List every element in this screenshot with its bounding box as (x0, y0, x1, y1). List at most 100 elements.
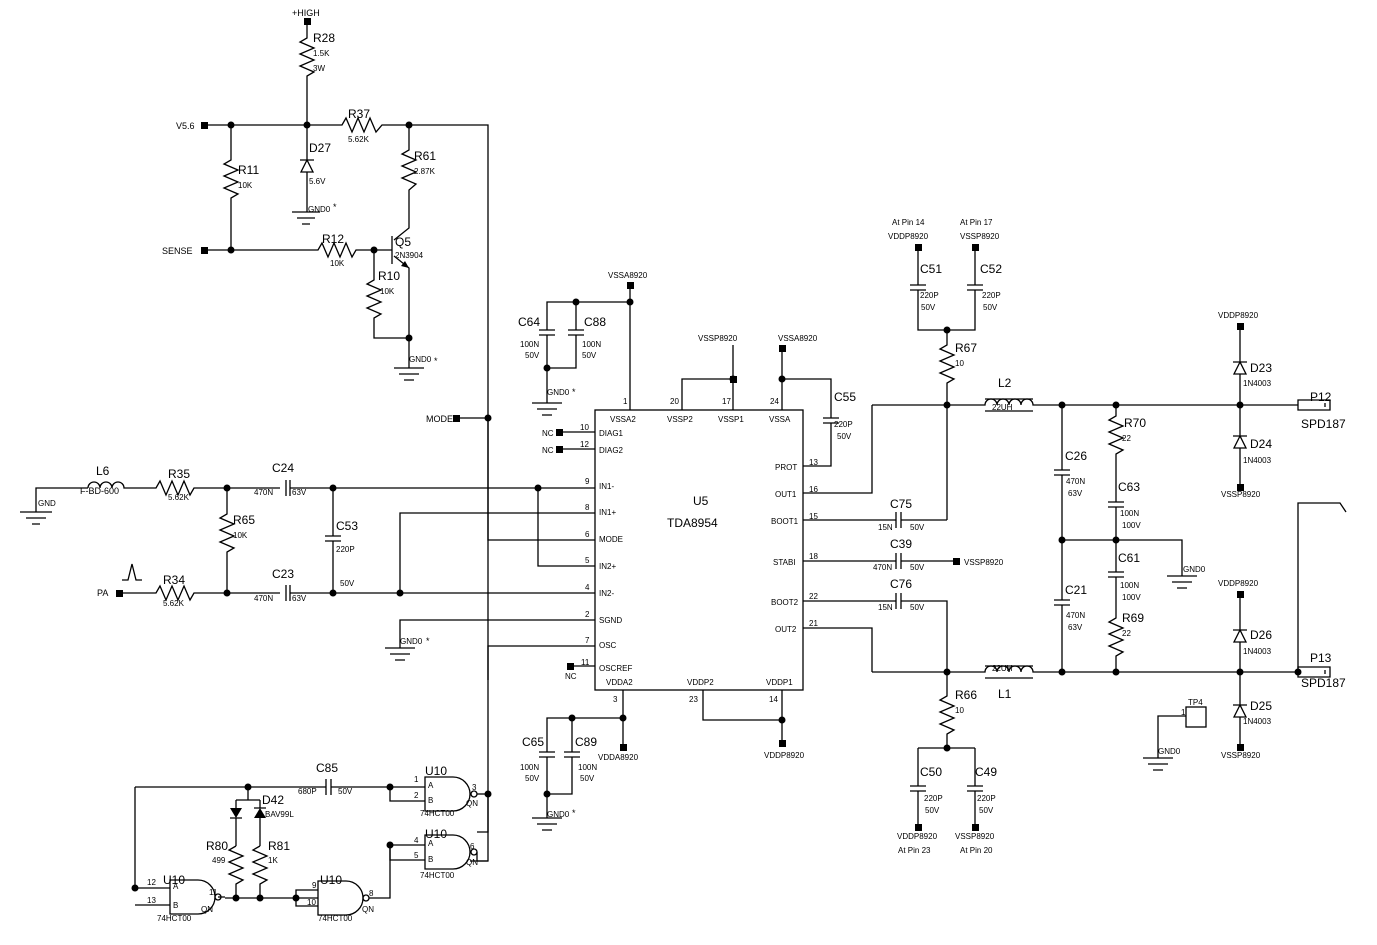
u10-b-qn: QN (466, 799, 478, 808)
vssp8920-label-c49: VSSP8920 (955, 832, 995, 841)
u10-a-part: 74HCT00 (157, 914, 192, 923)
pin-num-14: 14 (769, 695, 778, 704)
c65-value: 100N (520, 763, 539, 772)
c51-ref: C51 (920, 262, 942, 276)
c50-value: 220P (924, 794, 943, 803)
pin-vddp2: VDDP2 (687, 678, 714, 687)
c65-ref: C65 (522, 735, 544, 749)
r80-value: 499 (212, 856, 226, 865)
c64-rating: 50V (525, 351, 540, 360)
c61-rating: 100V (1122, 593, 1141, 602)
c88-ref: C88 (584, 315, 606, 329)
l2-value: 22UH (992, 403, 1013, 412)
q5-value: 2N3904 (395, 251, 424, 260)
c75-ref: C75 (890, 497, 912, 511)
c49-value: 220P (977, 794, 996, 803)
c24-rating: 63V (292, 488, 307, 497)
c21-ref: C21 (1065, 583, 1087, 597)
u10-c-pin10: 10 (307, 898, 316, 907)
c61-ref: C61 (1118, 551, 1140, 565)
pa-label: PA (97, 588, 108, 598)
c52-note: At Pin 17 (960, 218, 993, 227)
c75-rating: 50V (910, 523, 925, 532)
c85-rating: 50V (338, 787, 353, 796)
c24-value: 470N (254, 488, 273, 497)
pin-vddp1: VDDP1 (766, 678, 793, 687)
sense-label: SENSE (162, 246, 193, 256)
u10-c-pin9: 9 (312, 881, 317, 890)
r28-value: 1.5K (313, 49, 330, 58)
d25-ref: D25 (1250, 699, 1272, 713)
vssp8920-label-c52: VSSP8920 (960, 232, 1000, 241)
vddp8920-label-d26: VDDP8920 (1218, 579, 1259, 588)
gnd0-star-4: * (572, 387, 576, 397)
pin-oscref: OSCREF (599, 664, 632, 673)
output-filter: At Pin 14 VDDP8920 C51 220P 50V At Pin 1… (872, 218, 1347, 855)
pin-in1m: IN1- (599, 482, 614, 491)
pin-in2p: IN2+ (599, 562, 616, 571)
pin-num-24: 24 (770, 397, 779, 406)
u10-b-pin2: 2 (414, 791, 419, 800)
pa-port (116, 590, 123, 597)
c49-ref: C49 (975, 765, 997, 779)
c50-rating: 50V (925, 806, 940, 815)
nc-oscref: NC (565, 672, 577, 681)
pin-num-8: 8 (585, 503, 590, 512)
r10-value: 10K (380, 287, 395, 296)
pin-num-10: 10 (580, 423, 589, 432)
gnd0-label-1: GND0 (308, 205, 331, 214)
c39-ref: C39 (890, 537, 912, 551)
pin-num-2: 2 (585, 610, 590, 619)
gnd0-label-7: GND0 (1158, 747, 1181, 756)
r61-value: 2.87K (414, 167, 436, 176)
tp4-pin: 1 (1181, 708, 1186, 717)
c24-ref: C24 (272, 461, 294, 475)
c64-ref: C64 (518, 315, 540, 329)
c63-ref: C63 (1118, 480, 1140, 494)
u10-d-part: 74HCT00 (420, 871, 455, 880)
pin-vssp2: VSSP2 (667, 415, 693, 424)
r12-ref: R12 (322, 232, 344, 246)
vssa8920-label-2: VSSA8920 (778, 334, 818, 343)
pin-in2m: IN2- (599, 589, 614, 598)
c53-value: 220P (336, 545, 355, 554)
pin-num-7: 7 (585, 636, 590, 645)
c51-rating: 50V (921, 303, 936, 312)
pin-mode: MODE (599, 535, 623, 544)
r28-rating: 3W (313, 64, 325, 73)
pin-boot1: BOOT1 (771, 517, 799, 526)
pin-out2: OUT2 (775, 625, 797, 634)
u10-a-in-a: A (173, 882, 179, 891)
u10-d-qn: QN (466, 858, 478, 867)
vddp8920-label-bottom: VDDP8920 (764, 751, 805, 760)
c50-note: At Pin 23 (898, 846, 931, 855)
p12-ref: P12 (1310, 390, 1332, 404)
r28-ref: R28 (313, 31, 335, 45)
u10-b-in-b: B (428, 796, 433, 805)
pin-num-13: 13 (809, 458, 818, 467)
c76-ref: C76 (890, 577, 912, 591)
pin-stabi: STABI (773, 558, 796, 567)
c50-ref: C50 (920, 765, 942, 779)
pin-num-5: 5 (585, 556, 590, 565)
r70-value: 22 (1122, 434, 1131, 443)
r69-value: 22 (1122, 629, 1131, 638)
d24-ref: D24 (1250, 437, 1272, 451)
u10-b-part: 74HCT00 (420, 809, 455, 818)
u10-a-ref: U10 (163, 873, 185, 887)
u10-c-part: 74HCT00 (318, 914, 353, 923)
d26-value: 1N4003 (1243, 647, 1272, 656)
vddp8920-label-d23: VDDP8920 (1218, 311, 1259, 320)
pin-vdda2: VDDA2 (606, 678, 633, 687)
c89-ref: C89 (575, 735, 597, 749)
c88-rating: 50V (582, 351, 597, 360)
vssp8920-label-d24: VSSP8920 (1221, 490, 1261, 499)
vssa8920-port-2 (779, 345, 786, 352)
pin-num-12: 12 (580, 440, 589, 449)
v56-port (201, 122, 208, 129)
mode-label: MODE (426, 414, 453, 424)
c51-value: 220P (920, 291, 939, 300)
r35-value: 5.62K (168, 493, 190, 502)
c85-value: 680P (298, 787, 317, 796)
c89-value: 100N (578, 763, 597, 772)
